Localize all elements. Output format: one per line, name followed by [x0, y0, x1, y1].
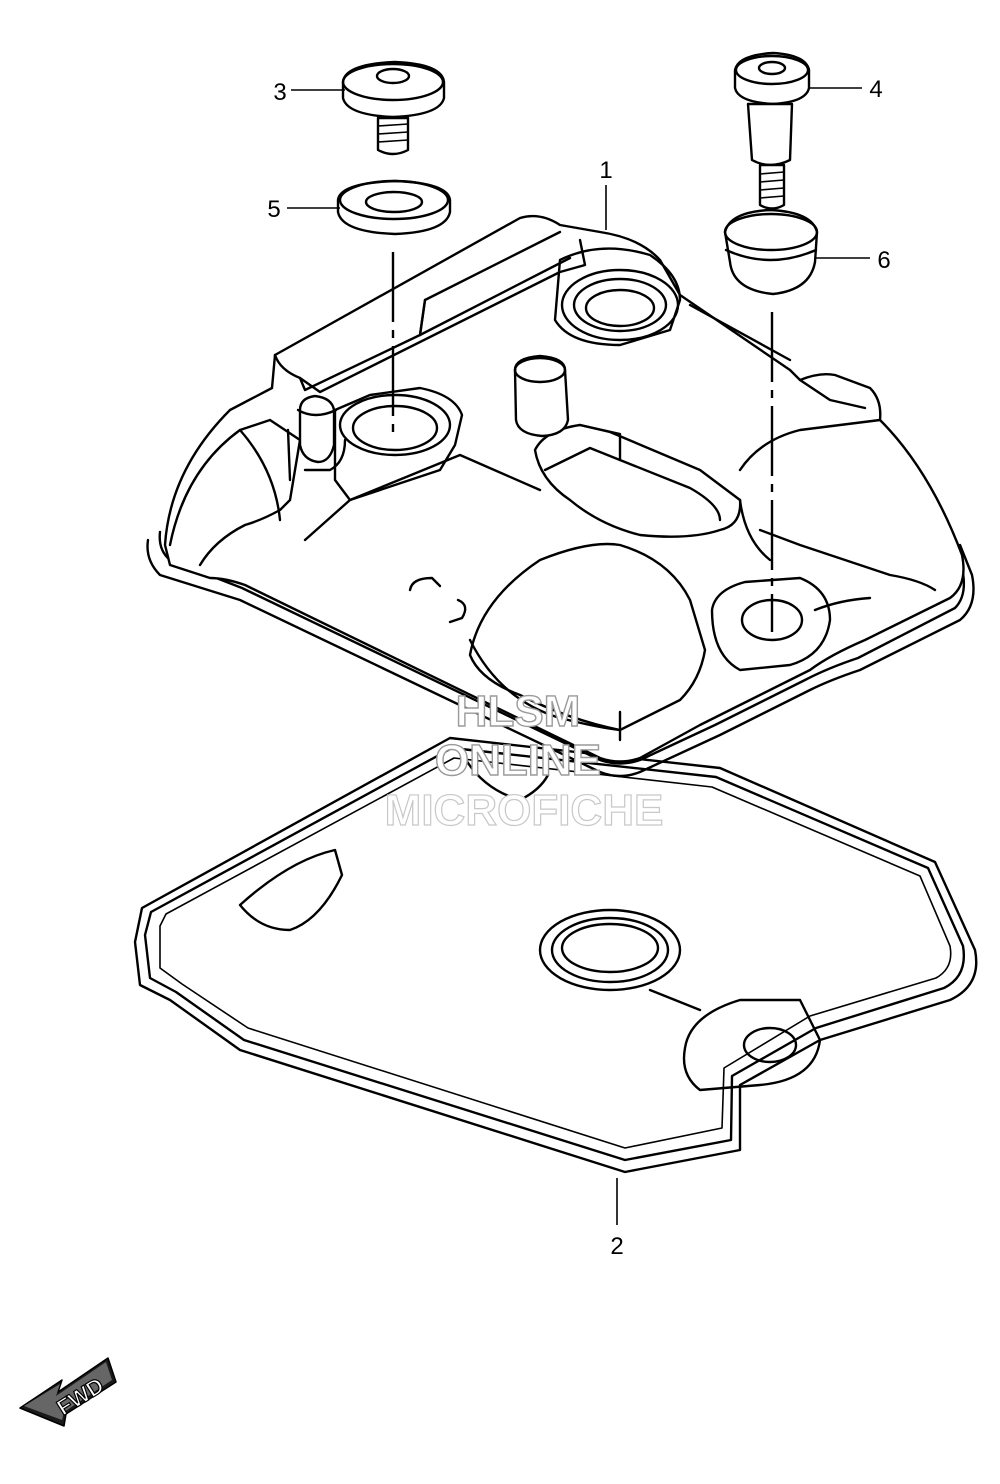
callout-1: 1	[599, 157, 612, 184]
watermark-line2: ONLINE	[435, 736, 601, 785]
grommet-6	[723, 208, 819, 296]
bolt-3	[341, 60, 446, 156]
watermark-line3: MICROFICHE	[385, 786, 664, 835]
cylinder-head-cover	[146, 214, 975, 778]
callout-6: 6	[877, 247, 890, 274]
watermark-line1: HLSM	[456, 687, 581, 736]
fwd-arrow-icon: FWD	[19, 1357, 117, 1427]
callout-2: 2	[610, 1233, 623, 1260]
grommet-5	[336, 179, 452, 236]
callout-5: 5	[267, 196, 280, 223]
callout-4: 4	[869, 76, 882, 103]
bolt-4	[733, 51, 811, 210]
callout-3: 3	[273, 79, 286, 106]
cylinder-head-cover-gasket	[133, 736, 978, 1174]
